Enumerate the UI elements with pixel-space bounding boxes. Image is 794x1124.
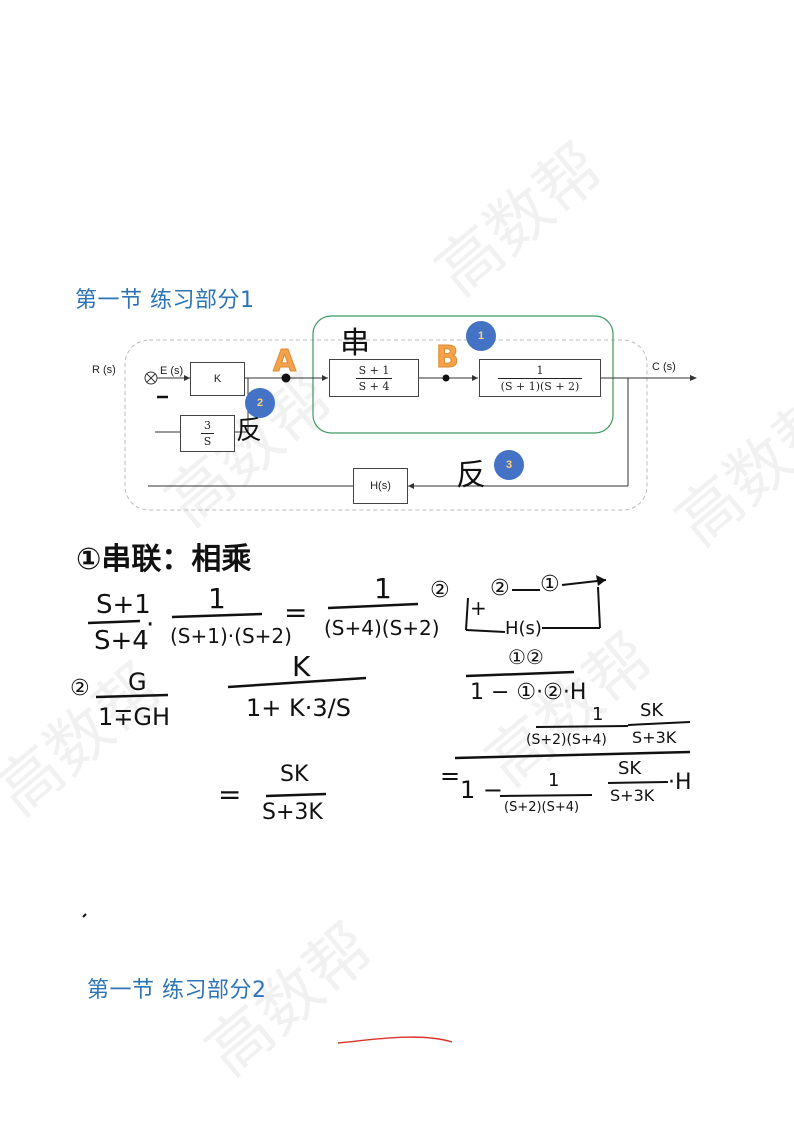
step2-sub-den: 1+ K·3/S xyxy=(246,694,351,722)
eq1-lhs2-den: (S+1)·(S+2) xyxy=(170,624,292,648)
block-g2-fraction: 1 (S + 1)(S + 2) xyxy=(497,363,583,393)
step2-sub-num: K xyxy=(292,650,311,683)
block-g1-fraction: S + 1 S + 4 xyxy=(355,363,393,393)
note-feedback-inner: 反 xyxy=(236,416,263,446)
note-feedback-outer: 反 xyxy=(456,458,486,493)
eq1-lhs1-den: S+4 xyxy=(94,626,149,656)
section-heading-2: 第一节 练习部分2 xyxy=(87,978,267,1003)
loop-formula-num: ①② xyxy=(508,645,544,669)
eq1-lhs2-num: 1 xyxy=(208,582,226,615)
result-b-n1: 1 xyxy=(548,770,560,791)
block-h-label: H(s) xyxy=(370,480,391,492)
result-a-d1: (S+2)(S+4) xyxy=(526,732,607,748)
block-g2-den: (S + 1)(S + 2) xyxy=(500,379,580,393)
eq1-equals: = xyxy=(284,596,308,629)
result-b-prefix: 1 − xyxy=(460,776,504,804)
block-k-label: K xyxy=(213,373,222,385)
step2-marker: ② xyxy=(70,676,90,701)
result-a-d2: S+3K xyxy=(632,728,677,747)
block-g1-den: S + 4 xyxy=(358,379,390,393)
badge-1: 1 xyxy=(466,321,496,351)
input-label: R (s) xyxy=(92,364,116,376)
section-heading-1: 第一节 练习部分1 xyxy=(75,288,255,313)
eq1-rhs-num: 1 xyxy=(374,572,392,605)
step2-result-den: S+3K xyxy=(262,800,323,825)
block-k: K xyxy=(190,362,245,396)
block-g2-num: 1 xyxy=(536,363,544,377)
handwriting-line-1: ①串联：相乘 xyxy=(76,542,252,577)
note-series: 串 xyxy=(340,326,370,361)
block-inner-feedback: 3 S xyxy=(180,415,235,452)
result-a-n1: 1 xyxy=(592,704,604,725)
loop-circle-1: ② xyxy=(430,578,450,603)
eq1-lhs1-num: S+1 xyxy=(96,590,151,620)
badge-2: 2 xyxy=(245,388,275,418)
eq1-rhs-den: (S+4)(S+2) xyxy=(324,616,440,640)
result-b-n2: SK xyxy=(618,758,642,779)
result-b-equals: = xyxy=(440,762,461,790)
step2-formula-num: G xyxy=(128,668,147,696)
loop-circle-3: ① xyxy=(540,572,560,597)
block-g1-num: S + 1 xyxy=(358,363,390,377)
badge-3: 3 xyxy=(494,450,524,480)
loop-h: H(s) xyxy=(505,618,542,639)
block-inner-feedback-den: S xyxy=(203,435,212,448)
result-b-d2: S+3K xyxy=(610,786,655,805)
output-label: C (s) xyxy=(652,361,676,373)
block-inner-feedback-fraction: 3 S xyxy=(200,419,215,448)
loop-formula-den: 1 − ①·②·H xyxy=(470,680,587,705)
result-b-suffix: ·H xyxy=(668,770,692,795)
point-b-label: B xyxy=(436,340,460,376)
block-g1: S + 1 S + 4 xyxy=(329,359,419,397)
point-a-label: A xyxy=(272,344,297,380)
block-inner-feedback-num: 3 xyxy=(203,419,211,432)
block-g2: 1 (S + 1)(S + 2) xyxy=(479,359,601,397)
error-label: E (s) xyxy=(160,365,184,377)
loop-circle-2: ② xyxy=(490,576,510,601)
step2-formula-den: 1∓GH xyxy=(98,703,171,731)
step2-equals: = xyxy=(218,778,242,811)
loop-plus: + xyxy=(470,596,487,620)
result-b-d1: (S+2)(S+4) xyxy=(504,800,580,815)
result-a-n2: SK xyxy=(640,700,664,721)
block-h: H(s) xyxy=(353,468,408,504)
step2-result-num: SK xyxy=(280,762,309,787)
dot-multiply: · xyxy=(146,610,155,640)
